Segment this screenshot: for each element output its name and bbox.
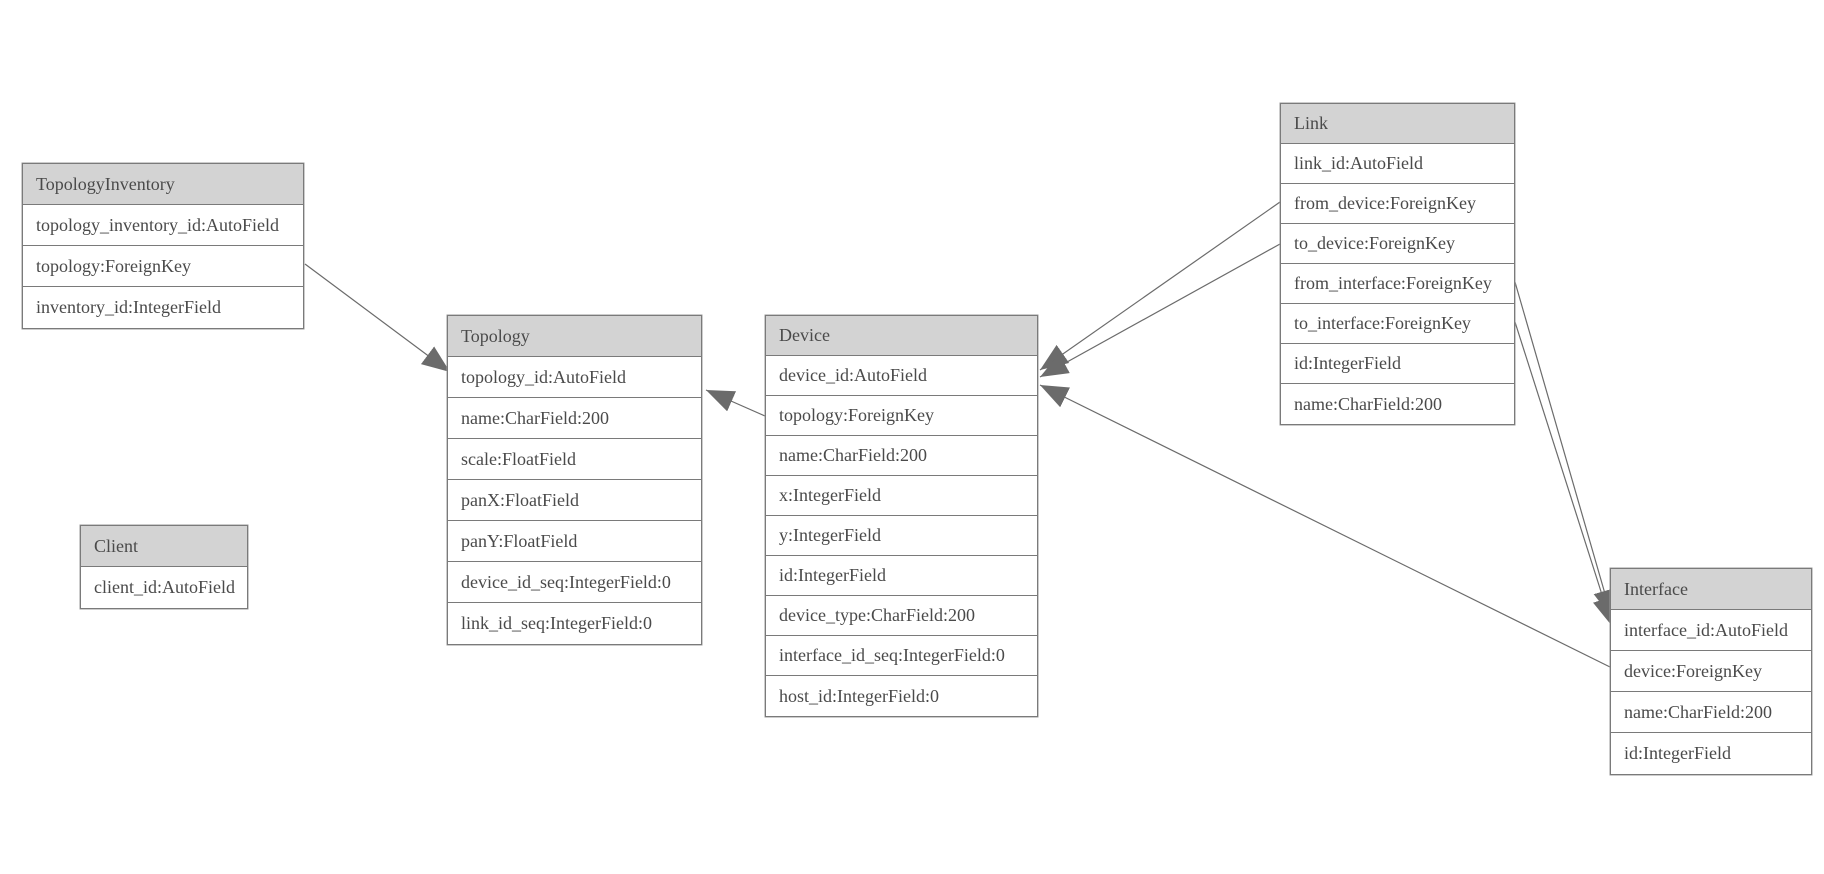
- edge-link-from-interface-interface: [1514, 281, 1615, 619]
- entity-name: TopologyInventory: [23, 164, 303, 205]
- field-row: host_id:IntegerField:0: [779, 685, 939, 706]
- entity-name: Client: [81, 526, 247, 567]
- edge-device-topology: [705, 389, 766, 417]
- edge-link-from-device-device: [1039, 201, 1281, 371]
- field-row: inventory_id:IntegerField: [36, 297, 221, 317]
- field-row: name:CharField:200: [1294, 393, 1442, 414]
- field-row: client_id:AutoField: [94, 577, 235, 597]
- field-row: name:CharField:200: [1611, 692, 1811, 733]
- field-row: from_interface:ForeignKey: [1281, 264, 1514, 304]
- field-row: id:IntegerField: [1281, 344, 1514, 384]
- edge-topologyinventory-topology: [304, 263, 451, 373]
- field-row: scale:FloatField: [448, 439, 701, 480]
- field-row: device:ForeignKey: [1611, 651, 1811, 692]
- entity-name: Topology: [448, 316, 701, 357]
- field-row: x:IntegerField: [766, 476, 1037, 516]
- field-row: device_type:CharField:200: [766, 596, 1037, 636]
- entity-topologyinventory[interactable]: TopologyInventory topology_inventory_id:…: [22, 163, 304, 329]
- field-row: panY:FloatField: [448, 521, 701, 562]
- field-row: link_id:AutoField: [1281, 144, 1514, 184]
- field-row: link_id_seq:IntegerField:0: [461, 613, 652, 633]
- field-row: panX:FloatField: [448, 480, 701, 521]
- entity-name: Device: [766, 316, 1037, 356]
- field-row: topology_id:AutoField: [448, 357, 701, 398]
- field-row: id:IntegerField: [766, 556, 1037, 596]
- field-row: y:IntegerField: [766, 516, 1037, 556]
- edge-interface-device: [1039, 384, 1611, 668]
- field-row: name:CharField:200: [766, 436, 1037, 476]
- field-row: interface_id:AutoField: [1611, 610, 1811, 651]
- field-row: from_device:ForeignKey: [1281, 184, 1514, 224]
- field-row: device_id_seq:IntegerField:0: [448, 562, 701, 603]
- entity-client[interactable]: Client client_id:AutoField: [80, 525, 248, 609]
- field-row: topology:ForeignKey: [23, 246, 303, 287]
- field-row: name:CharField:200: [448, 398, 701, 439]
- edge-link-to-interface-interface: [1514, 321, 1614, 627]
- field-row: topology_inventory_id:AutoField: [23, 205, 303, 246]
- field-row: device_id:AutoField: [766, 356, 1037, 396]
- field-row: to_device:ForeignKey: [1281, 224, 1514, 264]
- entity-name: Link: [1281, 104, 1514, 144]
- field-row: id:IntegerField: [1624, 743, 1731, 763]
- field-row: to_interface:ForeignKey: [1281, 304, 1514, 344]
- entity-name: Interface: [1611, 569, 1811, 610]
- field-row: interface_id_seq:IntegerField:0: [766, 636, 1037, 676]
- field-row: topology:ForeignKey: [766, 396, 1037, 436]
- edge-link-to-device-device: [1039, 243, 1281, 378]
